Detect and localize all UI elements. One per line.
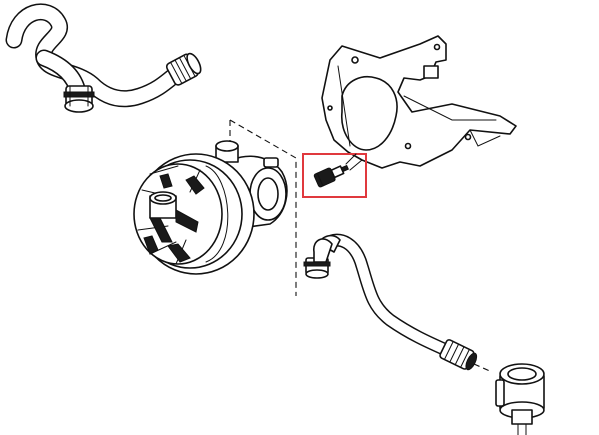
upper-hose[interactable] (5, 3, 204, 113)
mounting-bracket[interactable] (321, 35, 517, 169)
lower-hose-elbow (303, 234, 341, 279)
lower-hose-connector (439, 339, 478, 371)
lower-hose[interactable] (303, 233, 493, 373)
connector-plug-highlight-box (302, 153, 367, 198)
upper-hose-end-fitting (63, 85, 95, 113)
pump-inlet (149, 191, 177, 219)
check-valve[interactable] (495, 363, 545, 435)
upper-hose-connector (165, 52, 202, 86)
pump-top-outlet (215, 140, 239, 163)
secondary-air-pump[interactable] (133, 119, 297, 296)
connector-plug[interactable] (302, 153, 367, 198)
